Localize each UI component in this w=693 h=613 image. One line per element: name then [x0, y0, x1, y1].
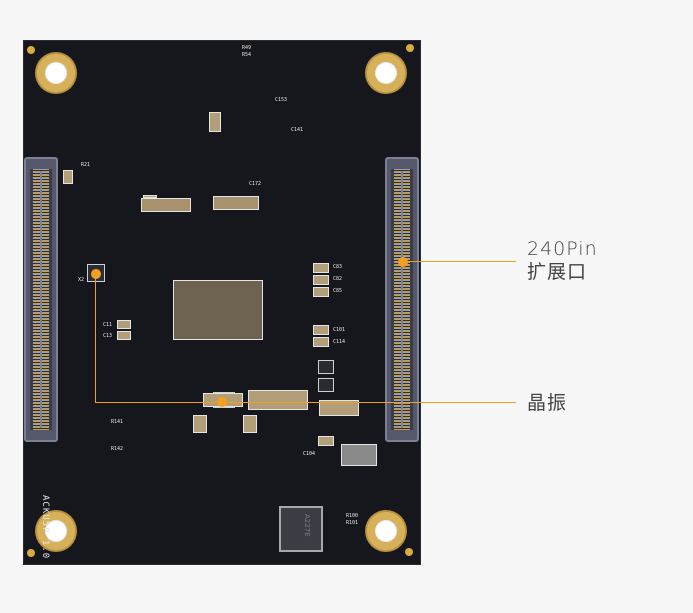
capacitor — [248, 390, 308, 410]
connector-divider — [40, 171, 42, 428]
capacitor — [341, 444, 377, 466]
capacitor — [117, 331, 131, 340]
crystal-callout-dot-x2 — [91, 269, 101, 279]
connector-callout-label: 240Pin 扩展口 — [527, 238, 598, 284]
silk-ref: C11 — [103, 322, 113, 328]
silk-ref: C83 — [333, 264, 343, 270]
connector-label-line1: 240Pin — [527, 238, 598, 260]
silk-ref: R142 — [111, 446, 124, 452]
fiducial-bottom-right — [405, 548, 413, 556]
silk-ref: R141 — [111, 419, 124, 425]
silk-ref: R101 — [346, 520, 359, 526]
capacitor — [313, 287, 329, 297]
board-silkscreen-label: ACKU5P 1.0 — [40, 495, 50, 560]
connector-callout-line — [405, 261, 516, 262]
capacitor — [243, 415, 257, 433]
connector-divider — [401, 171, 403, 428]
capacitor — [193, 415, 207, 433]
connector-callout-dot — [398, 257, 408, 267]
mounting-hole-top-right — [365, 52, 407, 94]
capacitor — [313, 263, 329, 273]
mounting-hole-bottom-left — [35, 510, 77, 552]
left-connector — [24, 157, 58, 442]
capacitor — [173, 280, 263, 340]
silk-ref: C13 — [103, 333, 113, 339]
ic-regulator — [318, 360, 334, 374]
capacitor — [141, 198, 191, 212]
capacitor — [209, 112, 221, 132]
silk-ref: C141 — [291, 127, 304, 133]
capacitor — [313, 275, 329, 285]
crystal-callout-vertical-line — [95, 274, 96, 403]
silk-ref: C172 — [249, 181, 262, 187]
capacitor — [313, 337, 329, 347]
capacitor — [117, 320, 131, 329]
capacitor — [213, 196, 259, 210]
silk-ref: C82 — [333, 276, 343, 282]
fiducial-bottom-left — [27, 549, 35, 557]
connector-label-line2: 扩展口 — [527, 261, 588, 283]
silk-ref: X2 — [78, 277, 85, 283]
pcb-board: R49 R54 C153 C141 C172 R21 C11 C13 C83 C… — [23, 40, 421, 565]
crystal-callout-horizontal-line — [95, 402, 516, 403]
silk-ref: C85 — [333, 288, 343, 294]
capacitor — [319, 400, 359, 416]
ic-regulator — [318, 378, 334, 392]
capacitor — [63, 170, 73, 184]
silk-ref: C153 — [275, 97, 288, 103]
mounting-hole-top-left — [35, 52, 77, 94]
capacitor — [313, 325, 329, 335]
inductor-marking: A227E — [303, 514, 311, 537]
silk-ref: C104 — [303, 451, 316, 457]
power-inductor: A227E — [279, 506, 323, 552]
silk-ref: C101 — [333, 327, 346, 333]
crystal-callout-label: 晶振 — [527, 392, 567, 415]
silk-ref: R49 — [242, 45, 252, 51]
silk-ref: C114 — [333, 339, 346, 345]
fiducial-top-right — [406, 44, 414, 52]
silk-ref: R100 — [346, 513, 359, 519]
mounting-hole-bottom-right — [365, 510, 407, 552]
capacitor — [318, 436, 334, 446]
crystal-label: 晶振 — [527, 392, 568, 414]
silk-ref: R54 — [242, 52, 252, 58]
silk-ref: R21 — [81, 162, 91, 168]
right-connector-240pin — [385, 157, 419, 442]
fiducial-top-left — [27, 46, 35, 54]
